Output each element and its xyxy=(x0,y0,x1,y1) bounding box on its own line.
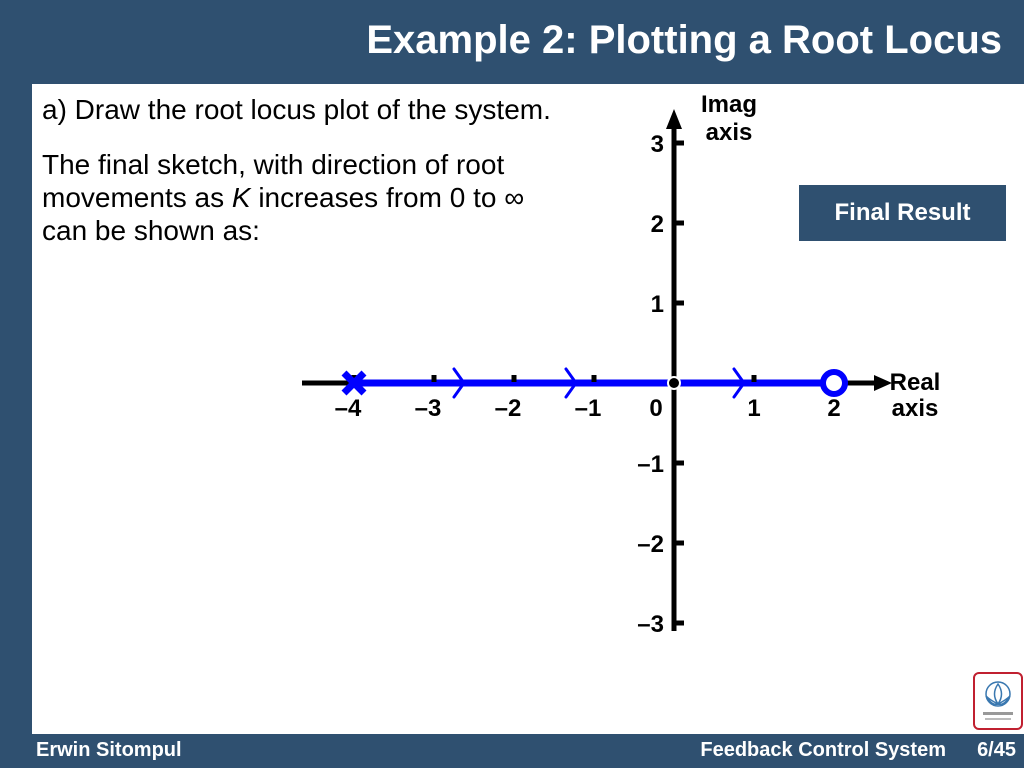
pole-marker-x2-0 xyxy=(341,370,367,396)
footer-bar: Erwin Sitompul Feedback Control System 6… xyxy=(0,734,1024,768)
imag-axis-arrow xyxy=(666,109,682,129)
k-variable: K xyxy=(231,182,251,213)
slide-title: Example 2: Plotting a Root Locus xyxy=(366,18,1002,62)
x-tick-label: –4 xyxy=(335,395,362,422)
x-tick-label: –3 xyxy=(415,395,442,422)
slide-content: a) Draw the root locus plot of the syste… xyxy=(32,84,1024,734)
description-paragraph: The final sketch, with direction of root… xyxy=(42,148,552,247)
description-part-2: increases from 0 to ∞ can be shown as: xyxy=(42,182,525,246)
footer-author: Erwin Sitompul xyxy=(36,739,182,761)
direction-arrow-2 xyxy=(732,367,746,399)
direction-arrow-0 xyxy=(452,367,466,399)
y-axis-label-line2: axis xyxy=(706,119,753,146)
y-tick-label: –1 xyxy=(637,451,664,478)
real-axis-arrow xyxy=(874,375,892,391)
y-axis-label-line1: Imag xyxy=(701,91,757,118)
y-tick-label: 2 xyxy=(651,211,664,238)
x-tick-label: 0 xyxy=(649,395,662,422)
instruction-text: a) Draw the root locus plot of the syste… xyxy=(42,94,551,125)
x-axis-label-line1: Real xyxy=(890,369,941,396)
x-axis-label-line2: axis xyxy=(892,395,939,422)
pole-marker-origin xyxy=(667,376,681,390)
description-part-1: The final sketch, with direction of root… xyxy=(42,149,505,213)
zero-marker-0 xyxy=(820,369,848,397)
y-tick-label: 3 xyxy=(651,131,664,158)
x-tick-label: 2 xyxy=(827,395,840,422)
y-tick-label: 1 xyxy=(651,291,664,318)
direction-arrow-1 xyxy=(564,367,578,399)
final-result-button[interactable]: Final Result xyxy=(799,185,1006,241)
footer-course: Feedback Control System xyxy=(700,739,946,761)
x-tick-label: 1 xyxy=(747,395,760,422)
university-logo xyxy=(973,672,1023,730)
x-tick-label: –2 xyxy=(495,395,522,422)
lotus-logo-icon xyxy=(983,681,1013,720)
footer-page-number: 6/45 xyxy=(977,739,1016,761)
x-tick-label: –1 xyxy=(575,395,602,422)
y-tick-label: –3 xyxy=(637,611,664,638)
y-tick-label: –2 xyxy=(637,531,664,558)
